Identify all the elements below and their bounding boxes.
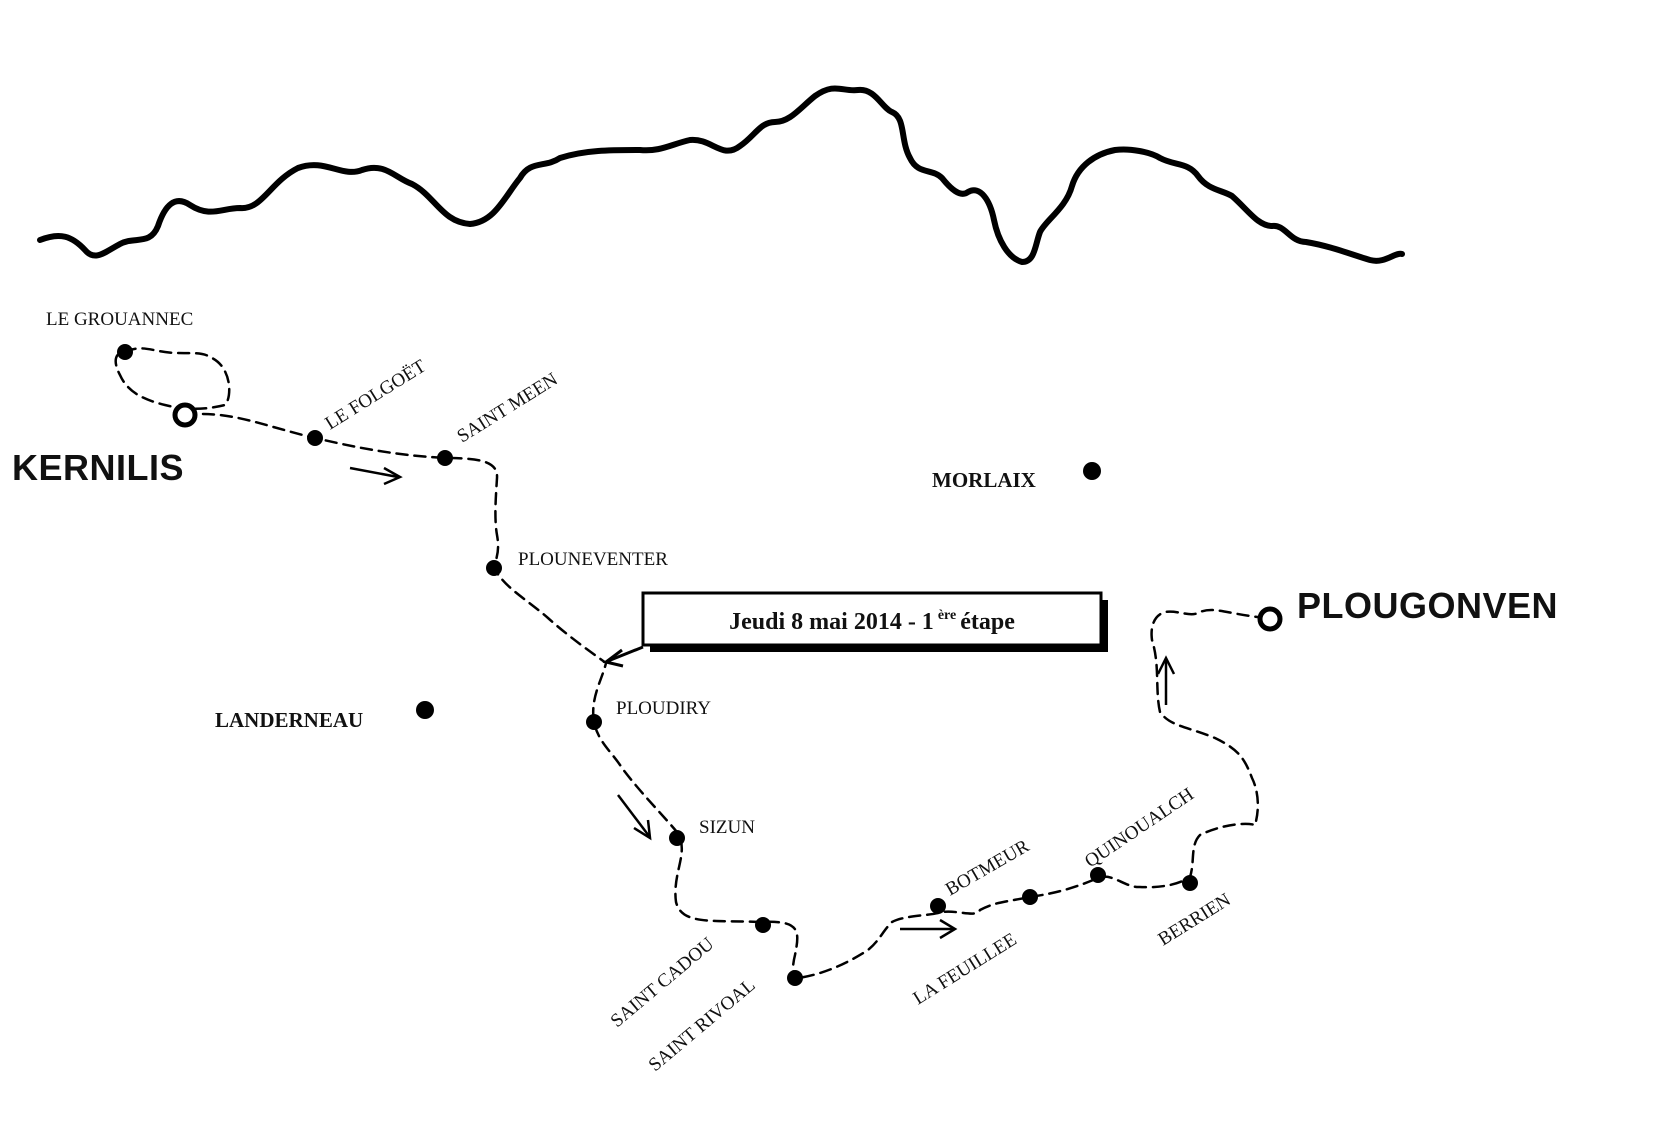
stop-label-botmeur: BOTMEUR	[942, 836, 1033, 901]
finish-marker	[1257, 606, 1283, 632]
stop-label-ploudiry: PLOUDIRY	[616, 698, 711, 719]
start-label: KERNILIS	[12, 447, 184, 488]
direction-arrow	[900, 918, 958, 940]
banner-main: Jeudi 8 mai 2014 - 1	[729, 609, 934, 635]
stop-dot-saint-cadou	[755, 917, 771, 933]
stop-dot-la-feuillee	[1022, 889, 1038, 905]
stop-dot-saint-rivoal	[787, 970, 803, 986]
stop-dot-le-grouannec	[117, 344, 133, 360]
stop-label-quinoualch: QUINOUALCH	[1081, 784, 1198, 872]
town-dot-morlaix	[1083, 462, 1101, 480]
stop-dot-botmeur	[930, 898, 946, 914]
stage-banner: Jeudi 8 mai 2014 - 1 ère étape	[602, 591, 1108, 668]
stop-dot-plouneventer	[486, 560, 502, 576]
direction-arrow	[349, 466, 403, 486]
banner-tail: étape	[960, 609, 1015, 635]
coastline	[37, 85, 1405, 265]
stop-dot-ploudiry	[586, 714, 602, 730]
stop-label-berrien: BERRIEN	[1155, 889, 1235, 950]
town-dot-landerneau	[416, 701, 434, 719]
banner-superscript: ère	[938, 608, 956, 623]
stop-label-le-folgoet: LE FOLGOËT	[322, 356, 431, 435]
stop-dot-le-folgoet	[307, 430, 323, 446]
stop-label-le-grouannec: LE GROUANNEC	[46, 309, 193, 330]
finish-label: PLOUGONVEN	[1297, 585, 1558, 626]
town-label-landerneau: LANDERNEAU	[215, 708, 363, 732]
stop-label-saint-meen: SAINT MEEN	[454, 369, 562, 447]
stop-label-plouneventer: PLOUNEVENTER	[518, 549, 668, 570]
stop-dot-berrien	[1182, 875, 1198, 891]
direction-arrow	[617, 794, 652, 841]
direction-arrow	[1156, 655, 1176, 705]
stop-label-sizun: SIZUN	[699, 817, 755, 838]
stop-dot-quinoualch	[1090, 867, 1106, 883]
town-label-morlaix: MORLAIX	[932, 468, 1036, 492]
svg-text:Jeudi 8 mai 2014 - 1 ère: Jeudi 8 mai 2014 - 1 ère étape	[729, 606, 1015, 635]
start-marker	[172, 402, 198, 428]
route-line	[114, 347, 1270, 982]
stop-dot-saint-meen	[437, 450, 453, 466]
stop-dot-sizun	[669, 830, 685, 846]
stop-label-la-feuillee: LA FEUILLEE	[910, 929, 1021, 1009]
